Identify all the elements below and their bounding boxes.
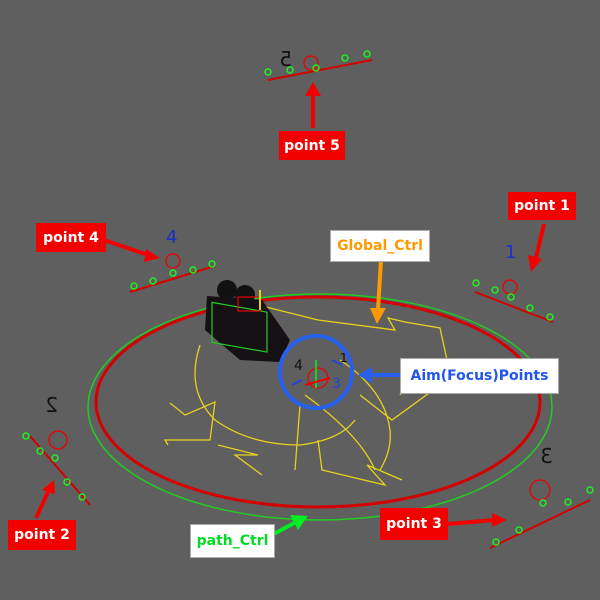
point-2-locator[interactable] [22,430,91,506]
point-2-label: point 2 [8,520,76,550]
point-1-locator[interactable] [472,279,554,323]
annotation-arrows [34,94,546,538]
global-ctrl-curve[interactable] [163,304,448,487]
path-ctrl-curve[interactable] [87,293,553,521]
point-3-label: point 3 [380,508,448,540]
point-4-locator[interactable] [129,253,216,293]
global-ctrl-label: Global_Ctrl [330,230,430,262]
path-ctrl-label: path_Ctrl [190,524,275,558]
svg-text:1: 1 [340,351,348,365]
point-4-label: point 4 [36,223,106,252]
svg-text:4: 4 [294,358,303,374]
point-5-label: point 5 [279,131,345,160]
point-5-locator[interactable] [264,50,373,81]
point-number-4: 4 [166,227,177,248]
point-number-3: 3 [540,444,553,468]
point-3-locator[interactable] [489,479,594,549]
path-curve[interactable] [94,295,542,509]
point-number-2: 2 [45,393,58,417]
annotation-arrowheads [42,82,542,530]
camera-rig[interactable] [205,280,290,362]
point-number-1: 1 [505,242,516,263]
aim-points-label: Aim(Focus)Points [400,358,559,394]
svg-text:3: 3 [332,376,341,392]
aim-focus-points[interactable]: 4 3 1 [278,334,354,410]
point-number-5: 5 [279,47,292,71]
point-1-label: point 1 [508,192,576,220]
